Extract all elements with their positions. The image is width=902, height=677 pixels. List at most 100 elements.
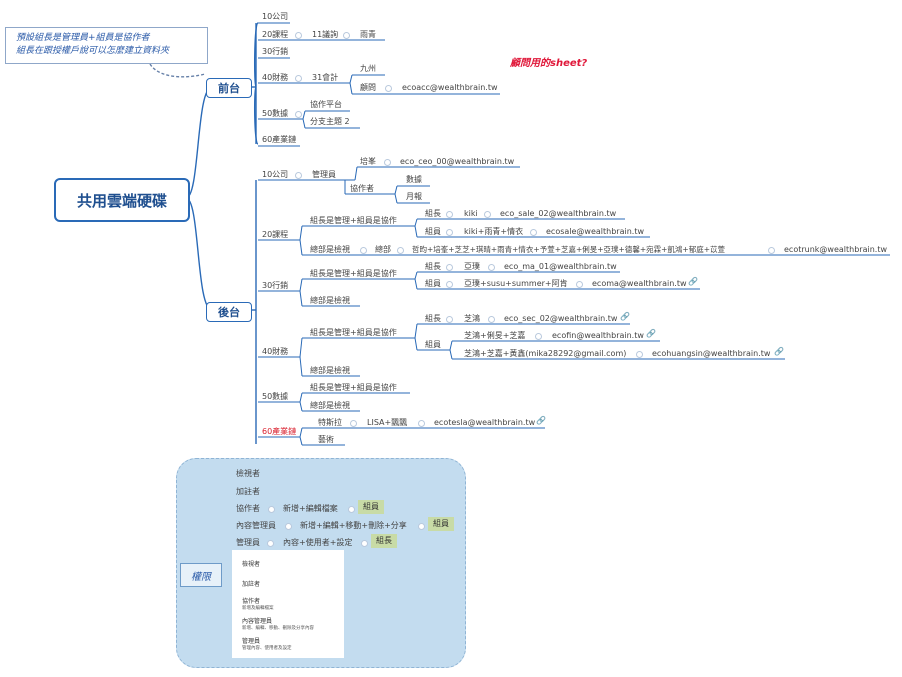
back-finance-m2-email[interactable]: ecohuangsin@wealthbrain.tw: [652, 349, 771, 358]
back-data-hq[interactable]: 總部是檢視: [310, 401, 350, 410]
perm-img-viewer: 檢視者: [242, 561, 261, 568]
back-finance[interactable]: 40財務: [262, 347, 289, 356]
back-finance-leader-email[interactable]: eco_sec_02@wealthbrain.tw: [504, 314, 618, 323]
connector-dot: [488, 264, 495, 271]
perm-manager[interactable]: 管理員: [236, 538, 260, 547]
perm-img-commenter: 加註者: [242, 581, 261, 588]
back-finance-hq[interactable]: 總部是檢視: [310, 366, 350, 375]
back-finance-leader[interactable]: 組長: [425, 314, 441, 323]
front-advisor[interactable]: 顧問: [360, 83, 376, 92]
front-company[interactable]: 10公司: [262, 12, 289, 21]
connector-dot: [350, 420, 357, 427]
back-industry-tesla[interactable]: 特斯拉: [318, 418, 342, 427]
back-industry[interactable]: 60產業鏈: [262, 427, 297, 436]
front-branch-topic[interactable]: 分支主題 2: [310, 117, 350, 126]
perm-img-content-manager-desc: 新增、編輯、移動、刪除及分享內容: [242, 626, 314, 631]
back-course-leader-name[interactable]: kiki: [464, 209, 478, 218]
perm-img-contributor-desc: 新增及編輯檔案: [242, 606, 274, 611]
back-industry-tesla-names[interactable]: LISA+飄飄: [367, 418, 408, 427]
front-node[interactable]: 前台: [206, 78, 252, 98]
connector-dot: [343, 32, 350, 39]
perm-content-manager-tag[interactable]: 組員: [428, 517, 454, 531]
back-marketing-member-names[interactable]: 亞璞+susu+summer+阿肯: [464, 279, 568, 288]
back-marketing-grp[interactable]: 組長是管理+組員是協作: [310, 269, 397, 278]
back-finance-member[interactable]: 組員: [425, 340, 441, 349]
front-finance[interactable]: 40財務: [262, 73, 289, 82]
front-marketing[interactable]: 30行銷: [262, 47, 289, 56]
back-company-p1[interactable]: 培峯: [360, 157, 376, 166]
connector-dot: [530, 229, 537, 236]
back-course[interactable]: 20課程: [262, 230, 289, 239]
connector-dot: [268, 506, 275, 513]
back-industry-tesla-email[interactable]: ecotesla@wealthbrain.tw: [434, 418, 536, 427]
permissions-node[interactable]: 權限: [180, 563, 222, 587]
perm-content-manager[interactable]: 內容管理員: [236, 521, 276, 530]
front-course[interactable]: 20課程: [262, 30, 289, 39]
front-course-sub2[interactable]: 雨青: [360, 30, 376, 39]
perm-commenter[interactable]: 加註者: [236, 487, 260, 496]
back-marketing-member[interactable]: 組員: [425, 279, 441, 288]
back-company-mgr[interactable]: 管理員: [312, 170, 336, 179]
link-icon[interactable]: 🔗: [774, 347, 784, 356]
link-icon[interactable]: 🔗: [646, 329, 656, 338]
front-accounting[interactable]: 31會計: [312, 73, 339, 82]
front-collab-platform[interactable]: 協作平台: [310, 100, 342, 109]
back-data-grp[interactable]: 組長是管理+組員是協作: [310, 383, 397, 392]
connector-dot: [446, 281, 453, 288]
back-course-grp[interactable]: 組長是管理+組員是協作: [310, 216, 397, 225]
perm-viewer[interactable]: 檢視者: [236, 469, 260, 478]
advisor-sheet-note: 顧問用的sheet?: [510, 58, 588, 69]
back-company-data[interactable]: 數據: [406, 175, 422, 184]
front-industry[interactable]: 60產業鏈: [262, 135, 297, 144]
callout-note: 預設組長是管理員+組員是協作者 組長在跟授權戶說可以怎麼建立資料夾: [5, 27, 208, 64]
back-course-leader-email[interactable]: eco_sale_02@wealthbrain.tw: [500, 209, 617, 218]
back-finance-m1-email[interactable]: ecofin@wealthbrain.tw: [552, 331, 644, 340]
link-icon[interactable]: 🔗: [688, 277, 698, 286]
back-marketing-member-email[interactable]: ecoma@wealthbrain.tw: [592, 279, 687, 288]
connector-dot: [418, 420, 425, 427]
back-company[interactable]: 10公司: [262, 170, 289, 179]
back-marketing[interactable]: 30行銷: [262, 281, 289, 290]
back-company-p1-email[interactable]: eco_ceo_00@wealthbrain.tw: [400, 157, 515, 166]
front-course-sub[interactable]: 11議詢: [312, 30, 339, 39]
back-marketing-hq[interactable]: 總部是檢視: [310, 296, 350, 305]
perm-contributor[interactable]: 協作者: [236, 504, 260, 513]
back-course-member[interactable]: 組員: [425, 227, 441, 236]
back-course-hq2[interactable]: 總部: [375, 245, 391, 254]
front-jiuzhou[interactable]: 九州: [360, 64, 376, 73]
connector-dot: [488, 316, 495, 323]
back-course-member-email[interactable]: ecosale@wealthbrain.tw: [546, 227, 645, 236]
back-marketing-leader[interactable]: 組長: [425, 262, 441, 271]
back-finance-m1[interactable]: 芝鴻+俐旻+芝嘉: [464, 331, 526, 340]
back-course-hq-email[interactable]: ecotrunk@wealthbrain.tw: [784, 245, 887, 254]
back-company-report[interactable]: 月報: [406, 192, 422, 201]
link-icon[interactable]: 🔗: [620, 312, 630, 321]
back-marketing-leader-email[interactable]: eco_ma_01@wealthbrain.tw: [504, 262, 617, 271]
connector-dot: [267, 540, 274, 547]
back-company-collab[interactable]: 協作者: [350, 184, 374, 193]
front-data[interactable]: 50數據: [262, 109, 289, 118]
back-marketing-leader-name[interactable]: 亞璞: [464, 262, 480, 271]
link-icon[interactable]: 🔗: [536, 416, 546, 425]
connector-dot: [295, 172, 302, 179]
perm-contributor-desc[interactable]: 新增+編輯檔案: [283, 504, 338, 513]
back-industry-art[interactable]: 藝術: [318, 435, 334, 444]
root-node[interactable]: 共用雲端硬碟: [54, 178, 190, 222]
back-finance-leader-name[interactable]: 芝鴻: [464, 314, 480, 323]
back-node[interactable]: 後台: [206, 302, 252, 322]
back-data[interactable]: 50數據: [262, 392, 289, 401]
connector-dot: [636, 351, 643, 358]
perm-contributor-tag[interactable]: 組員: [358, 500, 384, 514]
front-advisor-email[interactable]: ecoacc@wealthbrain.tw: [402, 83, 498, 92]
connector-dot: [576, 281, 583, 288]
back-course-hq[interactable]: 總部是檢視: [310, 245, 350, 254]
back-finance-m2[interactable]: 芝鴻+芝嘉+黃鑫(mika28292@gmail.com): [464, 349, 627, 358]
back-finance-grp[interactable]: 組長是管理+組員是協作: [310, 328, 397, 337]
back-course-member-names[interactable]: kiki+雨青+情衣: [464, 227, 524, 236]
perm-content-manager-desc[interactable]: 新增+編輯+移動+刪除+分享: [300, 521, 407, 530]
connector-dot: [295, 32, 302, 39]
back-course-hq-names[interactable]: 哲昀+培峯+芝芝+琪晴+雨青+情衣+予萱+芝嘉+俐旻+亞璞+德馨+宛霖+凱鴻+郁…: [412, 245, 725, 254]
back-course-leader[interactable]: 組長: [425, 209, 441, 218]
perm-manager-desc[interactable]: 內容+使用者+設定: [283, 538, 353, 547]
perm-manager-tag[interactable]: 組長: [371, 534, 397, 548]
